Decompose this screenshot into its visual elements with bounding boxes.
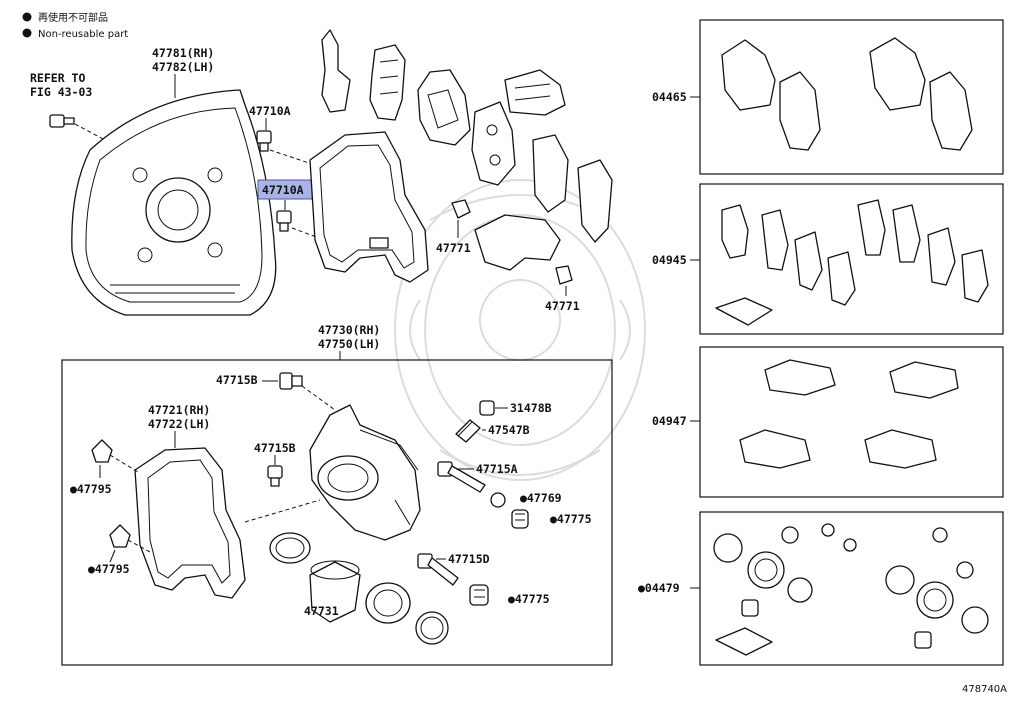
clip-47771-a-part[interactable] <box>451 199 471 219</box>
bolt-47710a-selected-label[interactable]: 47710A <box>262 183 304 197</box>
kit-cylinder-frame[interactable] <box>699 511 1004 666</box>
kit-shim-frame[interactable] <box>699 183 1004 335</box>
legend-non-reusable-en: Non-reusable part <box>38 29 128 40</box>
piston-47731-part[interactable] <box>309 560 361 623</box>
bolt-47715d-part[interactable] <box>417 553 459 586</box>
caliper-body-part[interactable] <box>309 404 421 541</box>
bush-47775-b-part[interactable] <box>469 584 489 606</box>
pad-backing-part[interactable] <box>471 101 516 186</box>
bolt-47710a-top-part[interactable] <box>256 130 272 152</box>
cap-31478b-part[interactable] <box>479 400 495 416</box>
bolt-47715b-top-label[interactable]: 47715B <box>216 373 258 387</box>
anti-squeal-shim-part[interactable] <box>504 69 566 116</box>
dust-boot-part[interactable] <box>365 582 411 624</box>
figure-code: 478740A <box>962 684 1007 695</box>
piston-47731-label[interactable]: 47731 <box>304 604 339 618</box>
bolt-47715b-mid-part[interactable] <box>267 465 283 487</box>
kit-04465-label[interactable]: 04465 <box>652 90 687 104</box>
legend-non-reusable-jp: 再使用不可部品 <box>38 11 108 24</box>
refer-line-1: REFER TO <box>30 71 85 85</box>
cylinder-part[interactable] <box>134 447 246 599</box>
cap-31478b-label[interactable]: 31478B <box>510 401 552 415</box>
dust-cover-part[interactable] <box>71 89 277 316</box>
kit-04479-label[interactable]: ●04479 <box>638 581 680 595</box>
bleeder-47547b-label[interactable]: 47547B <box>488 423 530 437</box>
dust-cover-rh-label[interactable]: 47781(RH) <box>152 46 214 60</box>
bolt-47715a-part[interactable] <box>437 461 486 493</box>
bush-47769-part[interactable] <box>490 492 506 508</box>
kit-04945-label[interactable]: 04945 <box>652 253 687 267</box>
clip-47771-b-part[interactable] <box>555 265 573 285</box>
bolt-47715a-label[interactable]: 47715A <box>476 462 518 476</box>
kit-fitting-frame[interactable] <box>699 346 1004 498</box>
bolt-47715d-label[interactable]: 47715D <box>448 552 490 566</box>
bullet-icon <box>22 28 32 38</box>
bolt-47710a-top-label[interactable]: 47710A <box>249 104 291 118</box>
bolt-47715b-top-part[interactable] <box>279 372 303 390</box>
clip-47771-b-label[interactable]: 47771 <box>545 299 580 313</box>
refer-line-2: FIG 43-03 <box>30 85 92 99</box>
watermark-emblem <box>394 179 646 481</box>
caliper-bracket-part[interactable] <box>309 131 429 283</box>
refer-bolt-part[interactable] <box>49 114 75 128</box>
bush-47775-a-label[interactable]: ●47775 <box>550 512 592 526</box>
cylinder-rh-label[interactable]: 47721(RH) <box>148 403 210 417</box>
caliper-rh-label[interactable]: 47730(RH) <box>318 323 380 337</box>
brake-pad-part[interactable] <box>417 69 471 146</box>
piston-seal-part[interactable] <box>415 611 449 645</box>
seal-47795-b-label[interactable]: ●47795 <box>88 562 130 576</box>
bolt-47715b-mid-label[interactable]: 47715B <box>254 441 296 455</box>
seal-47795-a-label[interactable]: ●47795 <box>70 482 112 496</box>
legend: 再使用不可部品 Non-reusable part <box>22 11 128 40</box>
caliper-assembly-frame <box>61 359 613 666</box>
shim-part[interactable] <box>321 29 406 121</box>
bush-47775-b-label[interactable]: ●47775 <box>508 592 550 606</box>
bleeder-47547b-part[interactable] <box>455 419 481 443</box>
seal-47795-a-part[interactable] <box>91 439 113 463</box>
clip-47771-a-label[interactable]: 47771 <box>436 241 471 255</box>
dust-cover-lh-label[interactable]: 47782(LH) <box>152 60 214 74</box>
kit-pad-frame[interactable] <box>699 19 1004 175</box>
piston-seal-ring-part[interactable] <box>269 532 311 564</box>
support-plate-part[interactable] <box>474 214 561 271</box>
cylinder-lh-label[interactable]: 47722(LH) <box>148 417 210 431</box>
caliper-lh-label[interactable]: 47750(LH) <box>318 337 380 351</box>
bush-47775-a-part[interactable] <box>511 509 529 529</box>
seal-47795-b-part[interactable] <box>109 524 131 548</box>
bush-47769-label[interactable]: ●47769 <box>520 491 562 505</box>
kit-04947-label[interactable]: 04947 <box>652 414 687 428</box>
bullet-icon <box>22 12 32 22</box>
shim-lower-part[interactable] <box>532 134 613 243</box>
bolt-47710a-lower-part[interactable] <box>276 210 292 232</box>
